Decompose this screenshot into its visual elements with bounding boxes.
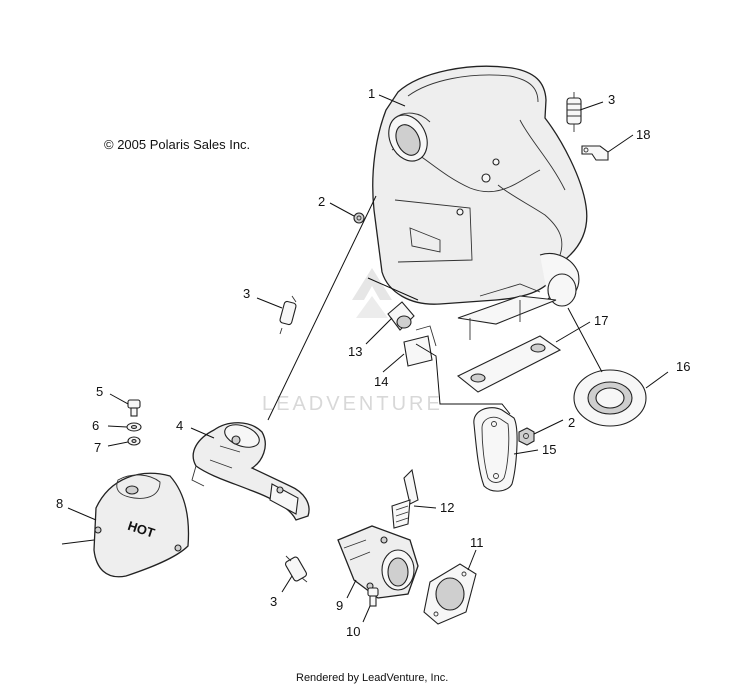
callout-3-left: 3 bbox=[243, 286, 250, 301]
callout-6: 6 bbox=[92, 418, 99, 433]
part-18-bracket[interactable] bbox=[581, 145, 609, 161]
part-1-muffler[interactable] bbox=[372, 65, 588, 340]
callout-12: 12 bbox=[440, 500, 454, 515]
callout-10: 10 bbox=[346, 624, 360, 639]
callout-3-top: 3 bbox=[608, 92, 615, 107]
callout-8: 8 bbox=[56, 496, 63, 511]
callout-18: 18 bbox=[636, 127, 650, 142]
callout-2-lower: 2 bbox=[568, 415, 575, 430]
callout-14: 14 bbox=[374, 374, 388, 389]
part-3-spring-bottom[interactable] bbox=[284, 555, 308, 583]
part-15-gasket[interactable] bbox=[473, 407, 518, 492]
callout-16: 16 bbox=[676, 359, 690, 374]
callout-11: 11 bbox=[470, 535, 484, 550]
watermark: LEADVENTURE bbox=[262, 268, 443, 415]
callout-15: 15 bbox=[542, 442, 556, 457]
part-11-gasket[interactable] bbox=[423, 563, 477, 625]
part-12-sensor[interactable] bbox=[391, 468, 419, 529]
callout-13: 13 bbox=[348, 344, 362, 359]
callout-4: 4 bbox=[176, 418, 183, 433]
footer-credit: Rendered by LeadVenture, Inc. bbox=[296, 672, 448, 684]
part-4-exhaust-pipe[interactable] bbox=[191, 420, 310, 521]
callout-1: 1 bbox=[368, 86, 375, 101]
callout-9: 9 bbox=[336, 598, 343, 613]
leader-lines bbox=[61, 94, 669, 623]
part-5-bolt[interactable] bbox=[127, 399, 141, 417]
copyright-text: © 2005 Polaris Sales Inc. bbox=[104, 137, 250, 152]
part-8-heat-shield[interactable]: HOT bbox=[93, 472, 190, 578]
part-17-mount-plate[interactable] bbox=[456, 335, 562, 393]
callout-17: 17 bbox=[594, 313, 608, 328]
callout-2-upper: 2 bbox=[318, 194, 325, 209]
callout-5: 5 bbox=[96, 384, 103, 399]
part-3-spring-top-right[interactable] bbox=[566, 92, 582, 132]
part-9-manifold[interactable] bbox=[337, 525, 419, 599]
part-2-nut-upper[interactable] bbox=[353, 212, 365, 224]
part-2-nut-lower[interactable] bbox=[518, 427, 535, 446]
part-10-bolt[interactable] bbox=[367, 587, 379, 607]
part-3-spring-left[interactable] bbox=[279, 295, 297, 335]
watermark-text: LEADVENTURE bbox=[262, 393, 443, 415]
callout-labels: 1 2 2 3 3 3 4 5 6 7 8 9 10 11 12 13 14 1… bbox=[56, 86, 690, 639]
callout-7: 7 bbox=[94, 440, 101, 455]
part-13-grommet[interactable] bbox=[387, 301, 415, 331]
part-6-washer[interactable] bbox=[126, 422, 142, 432]
callout-3-bottom: 3 bbox=[270, 594, 277, 609]
part-7-washer[interactable] bbox=[127, 436, 141, 446]
part-16-gasket-ring[interactable] bbox=[573, 369, 647, 427]
part-14-clamp[interactable] bbox=[403, 325, 437, 367]
